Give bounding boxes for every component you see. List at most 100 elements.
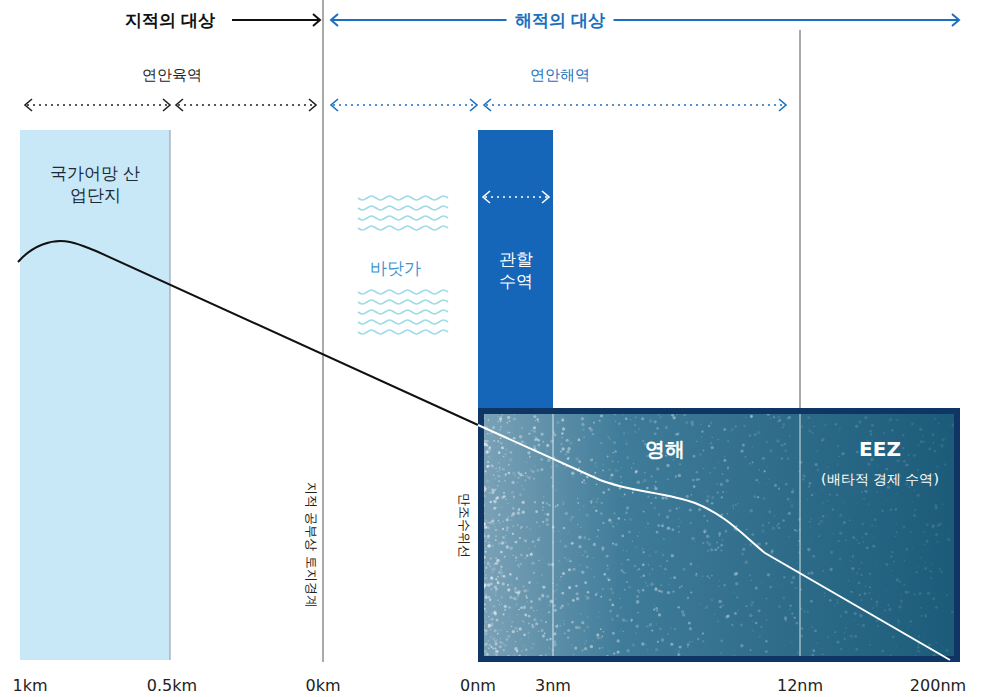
axis-tick: 0nm (460, 676, 496, 695)
sparkle (761, 518, 762, 519)
sparkle (804, 611, 805, 612)
sparkle (490, 577, 493, 580)
sparkle (822, 570, 824, 572)
sparkle (521, 649, 524, 652)
sparkle (500, 442, 503, 445)
sparkle (730, 495, 731, 496)
sparkle (802, 474, 806, 478)
sparkle (812, 649, 815, 652)
sparkle (667, 478, 668, 479)
sparkle (834, 631, 836, 633)
sparkle (650, 583, 653, 586)
sparkle (490, 623, 493, 626)
sparkle (655, 481, 657, 483)
sparkle (495, 562, 498, 565)
sparkle (487, 596, 490, 599)
sparkle (811, 626, 812, 627)
sparkle (714, 613, 715, 614)
sparkle (812, 432, 814, 434)
sparkle (495, 468, 496, 469)
sparkle (598, 611, 599, 612)
sparkle (924, 544, 926, 546)
sparkle (703, 529, 707, 533)
sparkle (719, 580, 721, 582)
sparkle (497, 582, 500, 585)
sparkle (521, 427, 522, 428)
sparkle (562, 427, 565, 430)
sparkle (567, 458, 569, 460)
sparkle (617, 461, 619, 463)
sparkle (534, 465, 536, 467)
sparkle (526, 554, 529, 557)
sparkle (648, 564, 649, 565)
sparkle (654, 588, 658, 592)
sparkle (566, 558, 569, 561)
sparkle (504, 609, 506, 611)
wave (358, 216, 448, 220)
sparkle (726, 479, 729, 482)
sparkle (656, 609, 659, 612)
sparkle (777, 420, 780, 423)
sparkle (706, 495, 709, 498)
sparkle (607, 565, 609, 567)
sparkle (864, 416, 867, 419)
sparkle (911, 422, 914, 425)
guide-line (800, 30, 801, 408)
sparkle (699, 453, 702, 456)
sparkle (709, 577, 710, 578)
sparkle (863, 541, 864, 542)
node-title: 영해 (605, 436, 725, 462)
sparkle (924, 614, 927, 617)
sparkle (498, 480, 500, 482)
sparkle (948, 423, 949, 424)
guide-line (323, 0, 324, 662)
sparkle (932, 442, 934, 444)
sparkle (611, 591, 614, 594)
sparkle (542, 596, 544, 598)
sparkle (533, 618, 536, 621)
sparkle (503, 537, 506, 540)
sparkle (766, 466, 767, 467)
sparkle (869, 586, 871, 588)
sparkle (942, 438, 945, 441)
sparkle (637, 480, 641, 484)
sparkle (511, 491, 514, 494)
sparkle (703, 515, 705, 517)
sparkle (834, 605, 836, 607)
sparkle (872, 545, 875, 548)
sparkle (530, 600, 533, 603)
sparkle (488, 456, 489, 457)
sparkle (549, 647, 550, 648)
sparkle (698, 478, 700, 480)
sparkle (856, 539, 858, 541)
sparkle (509, 432, 511, 434)
sparkle (811, 654, 814, 657)
sparkle (744, 456, 746, 458)
sparkle (485, 551, 487, 553)
sparkle (646, 584, 649, 587)
sparkle (923, 531, 925, 533)
sparkle (710, 422, 712, 424)
sparkle (510, 547, 513, 550)
sparkle (689, 627, 692, 630)
sparkle (506, 526, 509, 529)
sparkle (758, 469, 759, 470)
sparkle (497, 440, 499, 442)
sparkle (489, 492, 491, 494)
sparkle (839, 531, 842, 534)
sparkle (595, 510, 597, 512)
sparkle (489, 599, 491, 601)
sparkle (488, 648, 489, 649)
sparkle (936, 606, 937, 607)
sparkle (615, 543, 618, 546)
sparkle (485, 645, 486, 646)
sparkle (563, 623, 564, 624)
sparkle (908, 591, 910, 593)
sparkle (670, 577, 671, 578)
sparkle (935, 606, 938, 609)
sparkle (486, 519, 487, 520)
sparkle (678, 474, 681, 477)
sparkle (620, 467, 622, 469)
sparkle (888, 422, 889, 423)
sparkle (567, 447, 570, 450)
